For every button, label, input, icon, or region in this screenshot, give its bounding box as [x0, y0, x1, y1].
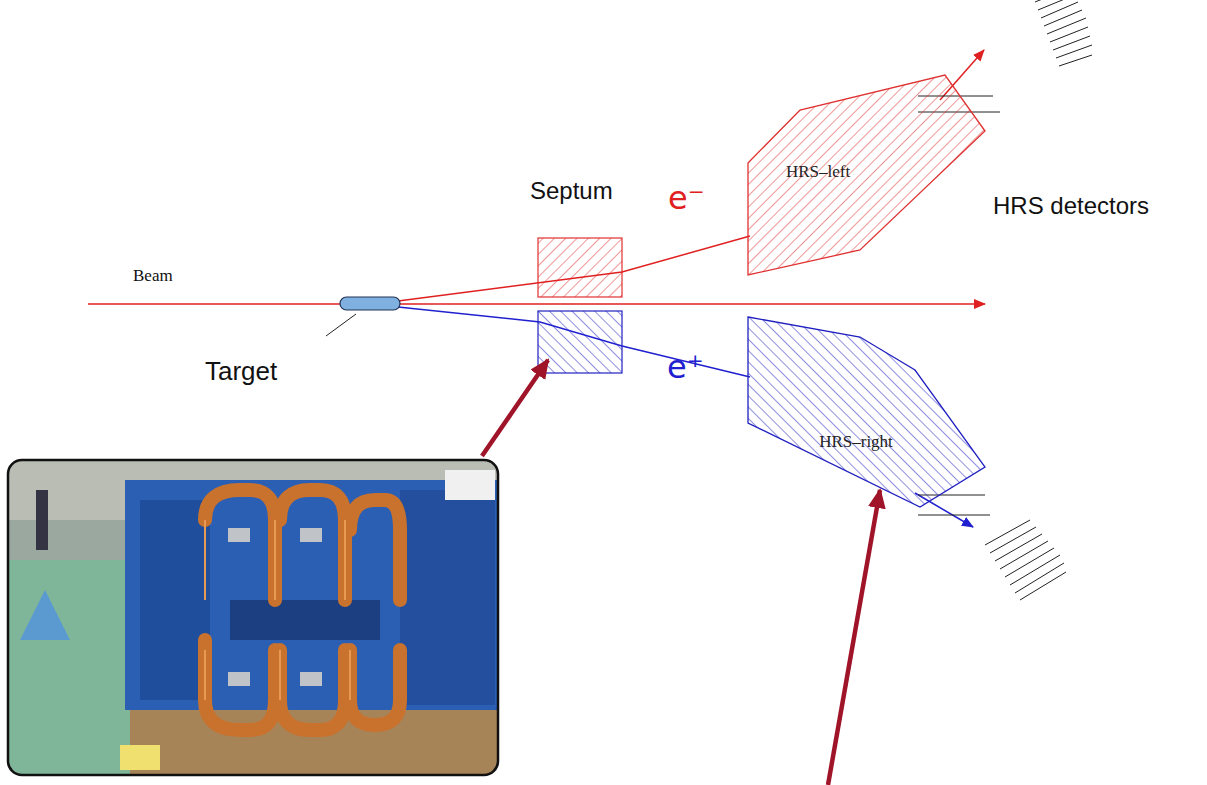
spectrometer-name: HRS–right: [819, 432, 893, 452]
spectrometer-outline: [746, 315, 988, 510]
detector-label: HRS detectors: [993, 193, 1149, 219]
magnet-photo: [8, 460, 510, 775]
beam-line: [88, 303, 985, 304]
spectrometer-name: HRS–left: [786, 162, 850, 182]
electron-track: [398, 236, 750, 301]
spectrometer-left: HRS–left: [746, 73, 988, 278]
spectrometer-right: HRS–right: [746, 315, 988, 510]
septum-upper: [538, 238, 622, 297]
particle-label: e⁺: [667, 350, 704, 385]
pointer-arrow: [828, 490, 880, 785]
beam-label: Beam: [133, 267, 173, 286]
pointer-arrow: [482, 360, 548, 456]
target-cell: [340, 297, 400, 310]
spectrometer-outline: [746, 73, 988, 278]
detector-lower: [918, 495, 1066, 600]
particle-label: e⁻: [668, 181, 705, 216]
leader-line: [326, 314, 356, 336]
target-label: Target: [205, 357, 277, 386]
magnet-name: Septum: [530, 178, 613, 204]
